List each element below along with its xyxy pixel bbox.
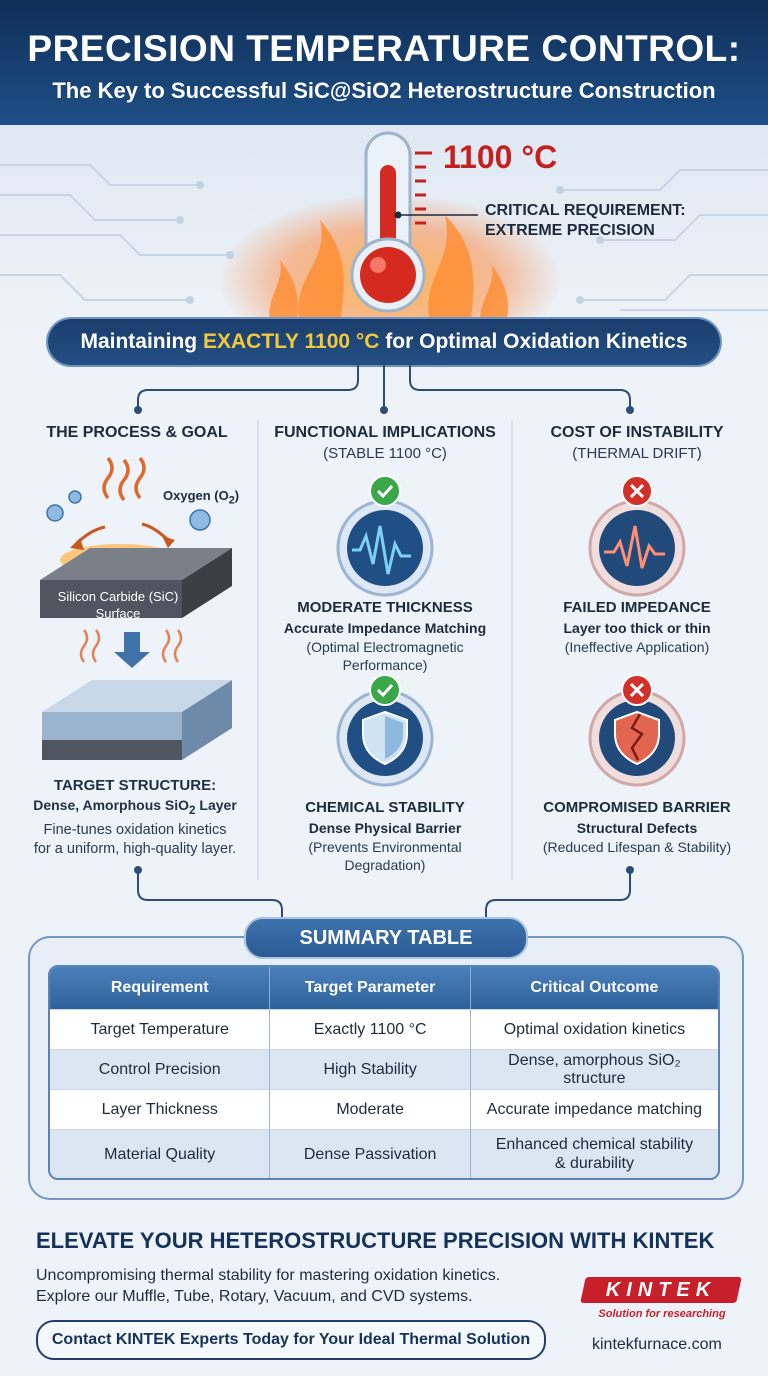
target-note-line1: Fine-tunes oxidation kinetics [43, 822, 227, 838]
table-row: Target Temperature Exactly 1100 °C Optim… [50, 1009, 718, 1049]
table-cell: Enhanced chemical stability & durability [470, 1129, 718, 1178]
banner-text: Maintaining EXACTLY 1100 °C for Optimal … [48, 330, 720, 354]
card-moderate-thickness-title: MODERATE THICKNESS [297, 599, 473, 616]
table-header-row: Requirement Target Parameter Critical Ou… [50, 967, 718, 1009]
cta-text: Uncompromising thermal stability for mas… [36, 1265, 596, 1307]
target-sub-sub: 2 [189, 803, 196, 817]
table-cell: High Stability [270, 1049, 471, 1089]
requirement-value: EXTREME PRECISION [485, 222, 655, 239]
table-cell: Layer Thickness [50, 1089, 271, 1129]
functional-subheading: (STABLE 1100 °C) [323, 445, 447, 462]
temperature-value: 1100 °C [443, 139, 558, 175]
table-cell: Dense, amorphous SiO₂ structure [470, 1049, 718, 1089]
wave-check-icon [336, 475, 434, 597]
card-compromised-barrier-title: COMPROMISED BARRIER [543, 799, 731, 816]
website-link[interactable]: kintekfurnace.com [592, 1336, 722, 1353]
oxygen-label: Oxygen (O2) [163, 488, 239, 507]
heat-waves-icon [102, 456, 146, 502]
broken-shield-icon [588, 674, 686, 787]
banner-highlight: EXACTLY 1100 °C [202, 330, 380, 353]
card-moderate-thickness-subtitle: Accurate Impedance Matching [283, 620, 487, 636]
banner-suffix: for Optimal Oxidation Kinetics [379, 330, 688, 353]
note-line2: Degradation) [344, 857, 426, 873]
table-cell: Moderate [270, 1089, 471, 1129]
diagram-graphics [40, 365, 686, 918]
note-line2: Performance) [342, 657, 428, 673]
summary-title: SUMMARY TABLE [299, 927, 473, 949]
card-chemical-stability-title: CHEMICAL STABILITY [305, 799, 465, 816]
logo-text: KINTEK [605, 1279, 717, 1301]
oxygen-label-sub: 2 [228, 494, 235, 507]
hero-section [0, 125, 768, 335]
sic-label-line2: Surface [95, 606, 141, 621]
column-header: Requirement [50, 967, 271, 1009]
target-note: Fine-tunes oxidation kinetics for a unifo… [0, 821, 270, 859]
card-failed-impedance-note: (Ineffective Application) [564, 639, 710, 655]
oxygen-label-text: Oxygen (O [163, 488, 229, 503]
target-sub-end: Layer [195, 797, 237, 813]
shield-check-icon [336, 674, 434, 787]
instability-subheading: (THERMAL DRIFT) [572, 445, 702, 462]
logo-tagline: Solution for researching [598, 1308, 726, 1320]
down-arrow-icon [114, 632, 150, 668]
sic-slab [40, 548, 232, 618]
target-note-line2: for a uniform, high-quality layer. [33, 841, 237, 857]
table-cell: Exactly 1100 °C [270, 1009, 471, 1049]
table-row: Material Quality Dense Passivation Enhan… [50, 1129, 718, 1178]
instability-heading: COST OF INSTABILITY [550, 424, 724, 441]
header-bar: PRECISION TEMPERATURE CONTROL: The Key t… [0, 0, 768, 125]
table-cell: Optimal oxidation kinetics [470, 1009, 718, 1049]
cta-line1: Uncompromising thermal stability for mas… [36, 1267, 501, 1284]
oxygen-bubbles [46, 490, 211, 531]
card-failed-impedance-subtitle: Layer too thick or thin [563, 620, 711, 636]
cell-line1: Enhanced chemical stability [495, 1136, 694, 1153]
card-compromised-barrier-note: (Reduced Lifespan & Stability) [542, 839, 732, 855]
table-cell: Dense Passivation [270, 1129, 471, 1178]
contact-button[interactable]: Contact KINTEK Experts Today for Your Id… [36, 1320, 546, 1360]
kintek-logo[interactable]: KINTEK [580, 1277, 742, 1303]
table-row: Control Precision High Stability Dense, … [50, 1049, 718, 1089]
key-banner: Maintaining EXACTLY 1100 °C for Optimal … [48, 319, 720, 365]
column-header: Critical Outcome [470, 967, 718, 1009]
process-heading: THE PROCESS & GOAL [46, 424, 228, 441]
table-cell: Accurate impedance matching [470, 1089, 718, 1129]
note-line1: (Prevents Environmental [308, 839, 462, 855]
thermometer-icon [350, 131, 478, 313]
sic-label-line1: Silicon Carbide (SiC) [57, 589, 179, 604]
sic-surface-label: Silicon Carbide (SiC) Surface [48, 588, 188, 622]
page-title: PRECISION TEMPERATURE CONTROL: [27, 28, 741, 69]
column-header: Target Parameter [270, 967, 471, 1009]
target-heading: TARGET STRUCTURE: [53, 777, 217, 794]
table-row: Layer Thickness Moderate Accurate impeda… [50, 1089, 718, 1129]
table-cell: Material Quality [50, 1129, 271, 1178]
target-subheading: Dense, Amorphous SiO2 Layer [0, 797, 270, 817]
card-compromised-barrier-subtitle: Structural Defects [576, 820, 698, 836]
cta-line2: Explore our Muffle, Tube, Rotary, Vacuum… [36, 1288, 473, 1305]
flames [269, 215, 509, 325]
banner-prefix: Maintaining [80, 330, 203, 353]
oxygen-label-close: ) [234, 488, 240, 503]
summary-title-pill: SUMMARY TABLE [244, 917, 528, 959]
cta-heading: ELEVATE YOUR HETEROSTRUCTURE PRECISION W… [36, 1228, 715, 1253]
requirement-label: CRITICAL REQUIREMENT: [485, 202, 686, 219]
card-failed-impedance-title: FAILED IMPEDANCE [563, 599, 711, 616]
table-cell: Target Temperature [50, 1009, 271, 1049]
contact-button-label: Contact KINTEK Experts Today for Your Id… [51, 1331, 531, 1348]
page-subtitle: The Key to Successful SiC@SiO2 Heterostr… [52, 78, 716, 103]
note-line1: (Optimal Electromagnetic [306, 639, 464, 655]
target-sub-text: Dense, Amorphous SiO [33, 797, 190, 813]
summary-table: Requirement Target Parameter Critical Ou… [48, 965, 720, 1180]
layered-slab [42, 680, 232, 760]
card-chemical-stability-subtitle: Dense Physical Barrier [308, 820, 462, 836]
cell-line2: & durability [554, 1155, 634, 1172]
table-cell: Control Precision [50, 1049, 271, 1089]
functional-heading: FUNCTIONAL IMPLICATIONS [274, 424, 496, 441]
circuit-pattern [0, 131, 768, 325]
failed-wave-icon [588, 475, 686, 597]
